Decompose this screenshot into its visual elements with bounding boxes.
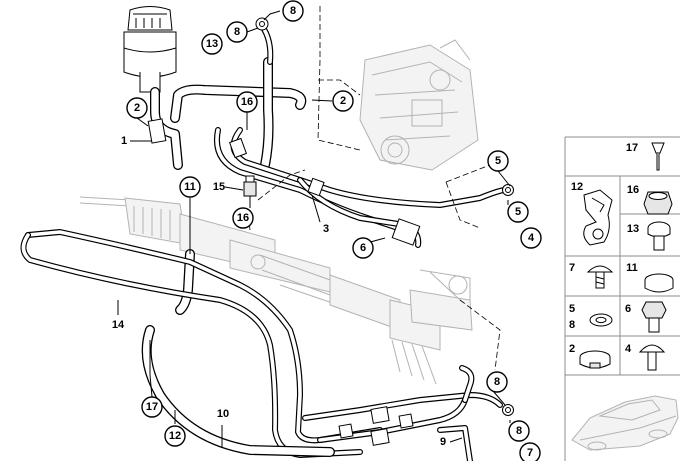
callout-2-right: 2	[332, 90, 354, 112]
svg-text:8: 8	[234, 26, 240, 38]
callout-2-left: 2	[126, 97, 148, 119]
cooler-loop-14	[20, 229, 383, 458]
callout-12: 12	[164, 425, 186, 447]
panel-label-5: 5	[569, 303, 575, 315]
panel-label-16: 16	[627, 184, 639, 196]
svg-text:2: 2	[340, 95, 346, 107]
hose-10	[141, 325, 335, 457]
clamp-2-part	[579, 350, 611, 369]
callout-8-top: 8	[282, 0, 304, 22]
svg-text:16: 16	[237, 212, 249, 224]
callout-8-bottom-1: 8	[486, 371, 508, 393]
hose-1	[147, 84, 307, 170]
callout-4: 4	[520, 227, 542, 249]
label-1: 1	[121, 135, 127, 147]
label-9: 9	[440, 436, 446, 448]
hose-11	[175, 249, 195, 315]
leader-lines	[117, 10, 511, 448]
svg-text:10: 10	[217, 408, 229, 420]
callout-10: 10	[217, 408, 229, 420]
svg-text:5: 5	[515, 206, 521, 218]
panel-label-17: 17	[626, 142, 638, 154]
label-3: 3	[323, 223, 329, 235]
svg-text:8: 8	[494, 376, 500, 388]
svg-text:11: 11	[184, 181, 196, 193]
washer-5-8-part	[589, 313, 613, 327]
callout-11: 11	[179, 176, 201, 198]
callout-17: 17	[141, 396, 163, 418]
svg-text:5: 5	[495, 155, 501, 167]
nut-16-part	[643, 191, 673, 215]
svg-text:6: 6	[360, 242, 366, 254]
panel-label-2: 2	[569, 343, 575, 355]
panel-label-13: 13	[627, 223, 639, 235]
clamp-11-part	[644, 273, 674, 293]
svg-text:16: 16	[241, 96, 253, 108]
callout-16-upper: 16	[236, 91, 258, 113]
pressure-hose-3	[214, 127, 514, 248]
steering-rack-ghost	[79, 196, 473, 385]
callout-5-lower: 5	[507, 201, 529, 223]
svg-text:17: 17	[146, 401, 158, 413]
steering-pump-ghost	[359, 39, 479, 171]
svg-text:2: 2	[134, 102, 140, 114]
label-14: 14	[112, 319, 125, 331]
panel-label-8: 8	[569, 319, 575, 331]
callout-13: 13	[201, 33, 223, 55]
callout-8-left: 8	[226, 21, 248, 43]
callout-5-upper: 5	[487, 150, 509, 172]
bolt-4-part	[638, 344, 666, 371]
callout-8-bottom-2: 8	[508, 420, 530, 442]
svg-text:12: 12	[169, 430, 181, 442]
clip-17-part	[651, 142, 665, 171]
svg-text:8: 8	[516, 425, 522, 437]
panel-label-7: 7	[569, 262, 575, 274]
svg-text:7: 7	[527, 447, 533, 459]
panel-label-6: 6	[625, 303, 631, 315]
panel-label-12: 12	[571, 181, 583, 193]
label-15: 15	[213, 181, 225, 193]
svg-text:8: 8	[290, 5, 296, 17]
screw-7-part	[586, 265, 614, 289]
return-hose-13	[255, 17, 274, 170]
vehicle-silhouette	[571, 395, 679, 451]
callout-7: 7	[519, 442, 541, 461]
svg-text:13: 13	[206, 38, 218, 50]
lower-return-pipes	[302, 365, 514, 461]
callout-6: 6	[352, 237, 374, 259]
fluid-reservoir	[123, 6, 177, 93]
callout-16-lower: 16	[232, 207, 254, 229]
fitting-15-16	[243, 175, 257, 208]
bracket-12-part	[583, 189, 613, 246]
panel-label-11: 11	[626, 262, 638, 274]
svg-text:4: 4	[528, 232, 535, 244]
panel-label-4: 4	[625, 343, 632, 355]
bolt-13-part	[647, 221, 671, 251]
hexbolt-6-part	[641, 301, 667, 333]
small-parts-panel: 17 12 16 13 7	[564, 136, 680, 461]
